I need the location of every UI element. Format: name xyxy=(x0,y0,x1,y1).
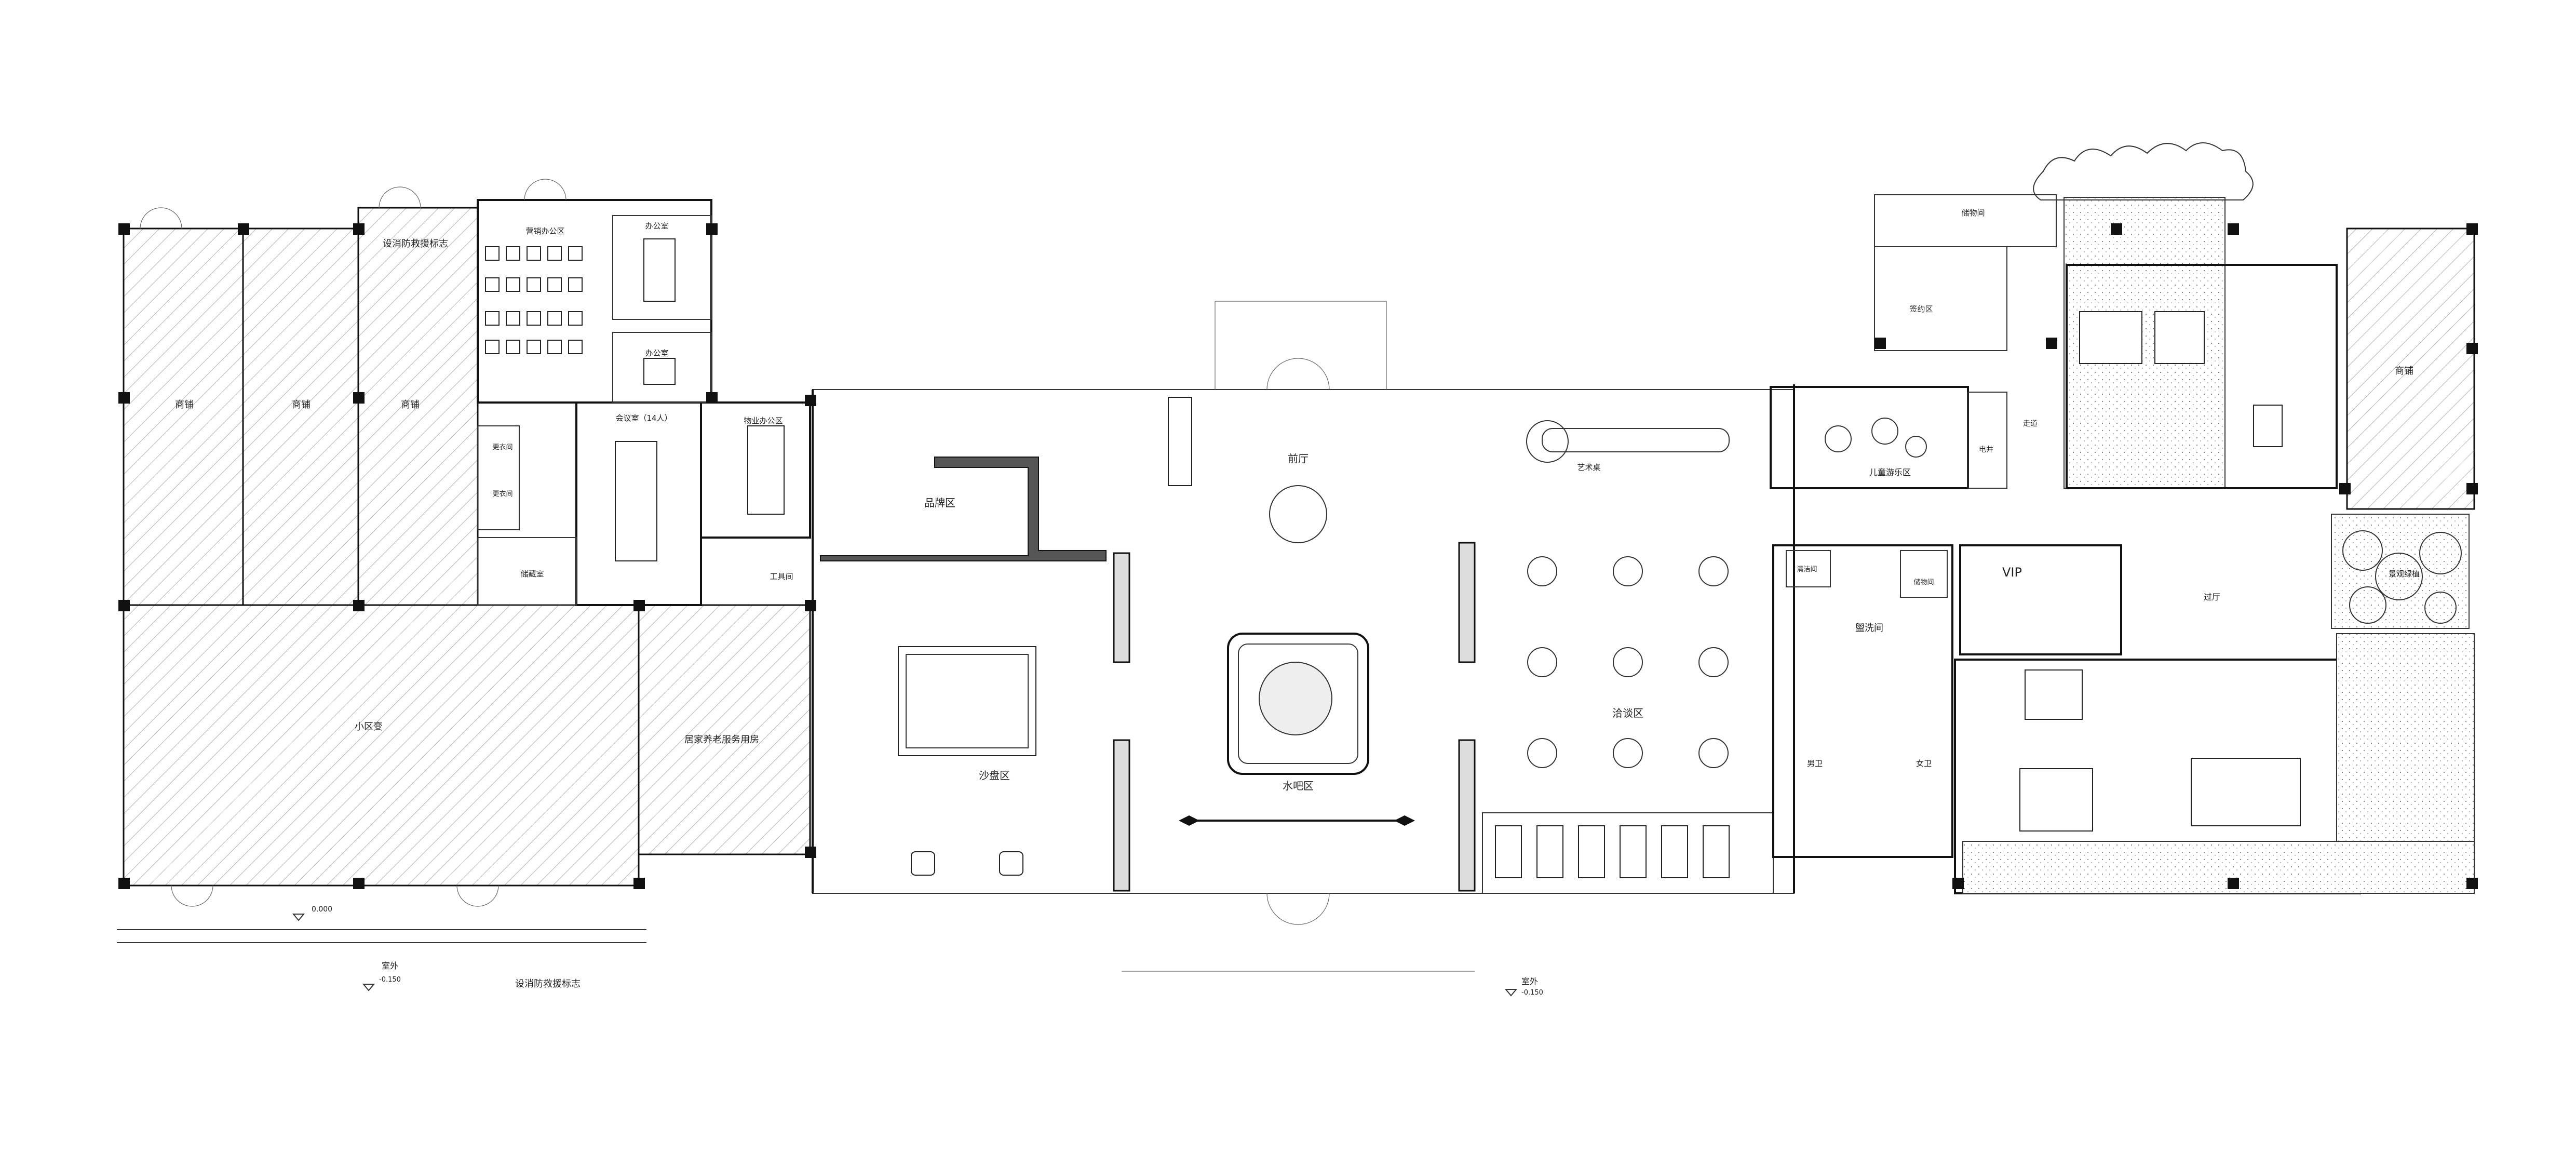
washroom-label: 盥洗间 xyxy=(1855,623,1883,634)
negotiation-area: 洽谈区 艺术桌 室外 -0.150 xyxy=(1482,420,1774,997)
sales-office-label: 营销办公区 xyxy=(525,226,564,236)
property-office-outline xyxy=(700,401,811,539)
outdoor-center-label: 室外 xyxy=(1521,976,1538,986)
electric-outline xyxy=(1967,392,2007,489)
fire-sign-top-label: 设消防救援标志 xyxy=(383,238,448,249)
tree-canopy xyxy=(2033,142,2254,200)
art-table xyxy=(1542,428,1730,452)
brand-zone-wall xyxy=(820,457,1107,561)
shop-1-area xyxy=(123,227,244,606)
corridor-label: 走道 xyxy=(2023,420,2038,428)
storage-mid-label: 储物间 xyxy=(1913,579,1934,586)
storage-top-outline xyxy=(1874,194,2057,247)
suite-bed-1 xyxy=(2025,669,2083,720)
shop-right-label: 商铺 xyxy=(2395,366,2413,377)
apartment-outline xyxy=(2066,264,2338,489)
right-block: 儿童游乐区 签约区 储物间 电井 走道 清洁间 储物间 盥洗间 男卫 女卫 VI… xyxy=(1770,142,2478,894)
floor-level-mark: 0.000 xyxy=(312,905,332,914)
fire-sign-bottom-label: 设消防救援标志 xyxy=(515,978,581,989)
shop-3-label: 商铺 xyxy=(401,399,420,410)
water-bar-label: 水吧区 xyxy=(1283,780,1314,792)
shop-2-label: 商铺 xyxy=(292,399,311,410)
shop-right-area xyxy=(2346,227,2475,510)
left-block: 商铺 商铺 商铺 设消防救援标志 营销办公区 办公室 办公室 会议室（14人） … xyxy=(117,179,816,991)
negotiation-label: 洽谈区 xyxy=(1612,707,1643,719)
property-office-label: 物业办公区 xyxy=(744,416,783,425)
outdoor-left-label: 室外 xyxy=(382,961,398,971)
sand-stool-2 xyxy=(999,851,1023,876)
storage-mid-room xyxy=(1900,550,1948,598)
office-1-outline xyxy=(612,215,712,320)
elderly-service-area xyxy=(638,604,811,855)
sand-table xyxy=(898,646,1036,756)
center-hall: 品牌区 沙盘区 前厅 水吧区 xyxy=(812,301,1795,972)
meeting-label: 会议室（14人） xyxy=(615,413,672,423)
outdoor-left-level: -0.150 xyxy=(379,976,401,984)
sand-table-label: 沙盘区 xyxy=(979,769,1010,782)
elderly-service-label: 居家养老服务用房 xyxy=(684,734,759,745)
vip-label: VIP xyxy=(2002,565,2022,580)
substation-label: 小区变 xyxy=(355,721,383,732)
electric-label: 电井 xyxy=(1979,446,1993,454)
water-bar-tree xyxy=(1259,662,1332,735)
passage-hall-label: 过厅 xyxy=(2204,592,2220,602)
art-table-label: 艺术桌 xyxy=(1577,463,1600,472)
vip-room xyxy=(1959,544,2122,655)
office-2-label: 办公室 xyxy=(645,348,668,358)
cleaning-room xyxy=(1786,550,1831,587)
office-1-desk xyxy=(643,238,676,302)
suite-sofa xyxy=(2191,758,2301,826)
brand-zone-label: 品牌区 xyxy=(924,497,955,509)
property-desks xyxy=(747,425,785,515)
male-wc-label: 男卫 xyxy=(1807,759,1823,768)
landscape-court-label: 景观绿植 xyxy=(2389,569,2420,579)
kids-zone-label: 儿童游乐区 xyxy=(1869,467,1911,477)
cleaning-label: 清洁间 xyxy=(1797,566,1817,573)
shop-1-label: 商铺 xyxy=(175,399,194,410)
apartment-table xyxy=(2253,405,2283,447)
sales-desks xyxy=(485,246,583,354)
sign-zone-label: 签约区 xyxy=(1909,304,1933,314)
storage-outline xyxy=(477,537,577,606)
suite-bed-2 xyxy=(2019,768,2093,832)
office-2-desk xyxy=(643,358,676,385)
sales-office-outline xyxy=(477,199,712,404)
meeting-table xyxy=(615,441,657,561)
changing-1-label: 更衣间 xyxy=(492,443,512,451)
office-1-label: 办公室 xyxy=(645,221,668,231)
changing-2-label: 更衣间 xyxy=(492,490,512,498)
changing-outline xyxy=(477,425,520,530)
sand-stool-1 xyxy=(911,851,935,876)
substation-area xyxy=(123,604,640,887)
negotiation-tables xyxy=(1527,556,1729,768)
front-hall-label: 前厅 xyxy=(1288,452,1309,465)
shop-2-area xyxy=(242,227,359,606)
apartment-bed-1 xyxy=(2079,311,2142,364)
shop-3-area xyxy=(357,207,479,606)
reception-desk xyxy=(1168,397,1192,486)
sign-zone-outline xyxy=(1874,246,2007,351)
storage-room-label: 储藏室 xyxy=(520,569,544,579)
outdoor-center-level: -0.150 xyxy=(1521,989,1543,997)
storage-top-label: 储物间 xyxy=(1961,208,1985,218)
front-hall-emblem xyxy=(1269,485,1327,543)
female-wc-label: 女卫 xyxy=(1916,759,1932,768)
washroom-block xyxy=(1772,544,1953,858)
office-2-outline xyxy=(612,332,712,403)
bottom-terrace xyxy=(1962,841,2475,894)
tool-room-label: 工具间 xyxy=(770,572,793,581)
apartment-bed-2 xyxy=(2154,311,2205,364)
